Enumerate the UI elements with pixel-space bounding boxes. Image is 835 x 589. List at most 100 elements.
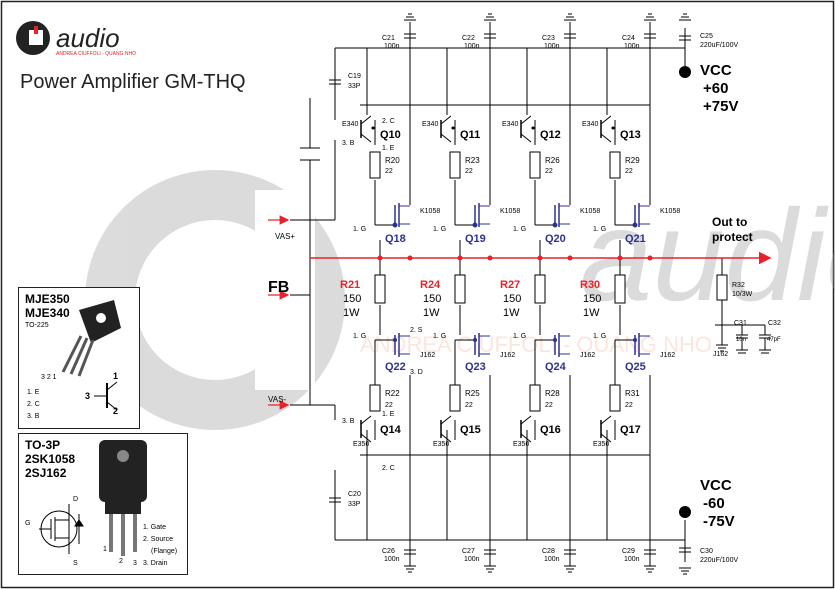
npn-driver-name: Q11 — [460, 129, 480, 141]
bottom-cap-value: 100n — [544, 556, 560, 563]
top-cap-value: 100n — [624, 43, 640, 50]
p-mosfet-part: J162 — [580, 352, 595, 359]
bottom-cap-name: C29 — [622, 548, 635, 555]
watermark-tagline: ANDREA CIUFFOLI - QUANG NHO — [360, 332, 712, 357]
package-to225-box: MJE350 MJE340 TO-225 3 2 1 1. E 2. C 3. … — [18, 287, 140, 429]
p-mosfet — [473, 333, 490, 357]
output-node-drain — [487, 255, 493, 261]
source-resistor — [534, 274, 546, 304]
npn-driver-node — [451, 126, 455, 130]
pnp-driver-emitter — [520, 415, 532, 425]
c30-value: 220uF/100V — [700, 557, 738, 564]
p-mosfet-part: J162 — [660, 352, 675, 359]
p-mosfet-gate-label: 1. G — [353, 333, 366, 340]
to3p-drawing — [39, 440, 147, 556]
bias-cap-c19: C19 33P — [329, 73, 361, 90]
to3p-legend-2: 2. Source — [143, 536, 173, 543]
to3p-line1: TO-3P — [25, 438, 61, 452]
bottom-resistor-name: R22 — [385, 389, 400, 398]
vcc-negative-terminal — [679, 506, 691, 518]
p-mosfet — [393, 333, 410, 357]
pin-c-bot: 2. C — [382, 465, 395, 472]
to225-line1: MJE350 — [25, 292, 70, 306]
output-node-drain — [407, 255, 413, 261]
p-mosfet-gate-label: 1. G — [513, 333, 526, 340]
pnp-driver-part: E350 — [593, 441, 609, 448]
p-mosfet-part: J162 — [420, 352, 435, 359]
vcc-positive-terminal — [679, 66, 691, 78]
n-mosfet-name: Q21 — [625, 233, 646, 245]
to225-pin-3: 3 — [85, 391, 91, 401]
pnp-driver-collector — [600, 433, 612, 443]
logo-tagline: ANDREA CIUFFOLI - QUANG NHO — [56, 51, 136, 57]
n-mosfet — [392, 203, 410, 228]
p-mosfet-dot — [633, 338, 637, 342]
r32-value: 10/3W — [732, 291, 753, 298]
pin-c-top: 2. C — [382, 118, 395, 125]
p-mosfet-part: J162 — [500, 352, 515, 359]
top-resistor — [369, 151, 381, 179]
npn-driver-part: E340 — [502, 121, 518, 128]
to225-drawing — [61, 300, 121, 411]
pnp-driver-part: E350 — [513, 441, 529, 448]
top-cap-name: C24 — [622, 35, 635, 42]
pin-s-mid: 2. S — [410, 327, 423, 334]
vcc-neg-label: VCC — [700, 477, 732, 494]
pnp-driver-emitter — [440, 415, 452, 425]
vcc-neg-v2: -75V — [703, 513, 735, 530]
n-mosfet-part: K1058 — [580, 208, 600, 215]
source-resistor — [374, 274, 386, 304]
to3p-pin-d: D — [73, 496, 79, 503]
bottom-cap-value: 100n — [384, 556, 400, 563]
c31-value: 10n — [736, 337, 746, 343]
c19-value: 33P — [348, 83, 361, 90]
to225-legend-2: 2. C — [27, 401, 40, 408]
bottom-resistor-value: 22 — [625, 402, 633, 409]
top-resistor — [529, 151, 541, 179]
pin-e-bot: 1. E — [382, 411, 395, 418]
top-resistor-name: R20 — [385, 156, 400, 165]
top-resistor — [449, 151, 461, 179]
top-cap-value: 100n — [384, 43, 400, 50]
source-resistor-name: R21 — [340, 279, 360, 291]
bottom-cap-value: 100n — [624, 556, 640, 563]
vas-minus-label: VAS- — [268, 395, 286, 404]
p-mosfet-name: Q22 — [385, 361, 406, 373]
p-mosfet-dot — [473, 338, 477, 342]
bottom-resistor-name: R25 — [465, 389, 480, 398]
pnp-driver-name: Q17 — [620, 424, 641, 436]
source-resistor-power: 1W — [583, 307, 600, 319]
to225-legend-3: 3. B — [27, 413, 40, 420]
top-resistor — [609, 151, 621, 179]
pnp-driver-name: Q15 — [460, 424, 481, 436]
n-mosfet-dot — [632, 222, 638, 228]
to3p-line2: 2SK1058 — [25, 452, 76, 466]
n-mosfet-gate-label: 1. G — [353, 226, 366, 233]
pin-b-top: 3. B — [342, 140, 355, 147]
output-label-1: Out to — [712, 215, 747, 229]
n-mosfet-gate-label: 1. G — [593, 226, 606, 233]
bottom-resistor-value: 22 — [465, 402, 473, 409]
output-node-drain — [647, 255, 653, 261]
supply-cap-gnd-marks — [679, 13, 691, 575]
bottom-resistor — [609, 384, 621, 412]
top-cap-name: C22 — [462, 35, 475, 42]
p-mosfet-dot — [393, 338, 397, 342]
c19-name: C19 — [348, 73, 361, 80]
source-resistor-value: 150 — [503, 293, 521, 305]
n-mosfet — [632, 203, 650, 228]
c20-name: C20 — [348, 491, 361, 498]
npn-driver-node — [531, 126, 535, 130]
bottom-cap-value: 100n — [464, 556, 480, 563]
fb-label: FB — [268, 279, 289, 296]
pnp-driver-part: E350 — [353, 441, 369, 448]
vas-plus-label: VAS+ — [275, 232, 295, 241]
top-resistor-name: R26 — [545, 156, 560, 165]
pnp-driver-emitter — [600, 415, 612, 425]
top-resistor-value: 22 — [385, 168, 393, 175]
c30-name: C30 — [700, 548, 713, 555]
